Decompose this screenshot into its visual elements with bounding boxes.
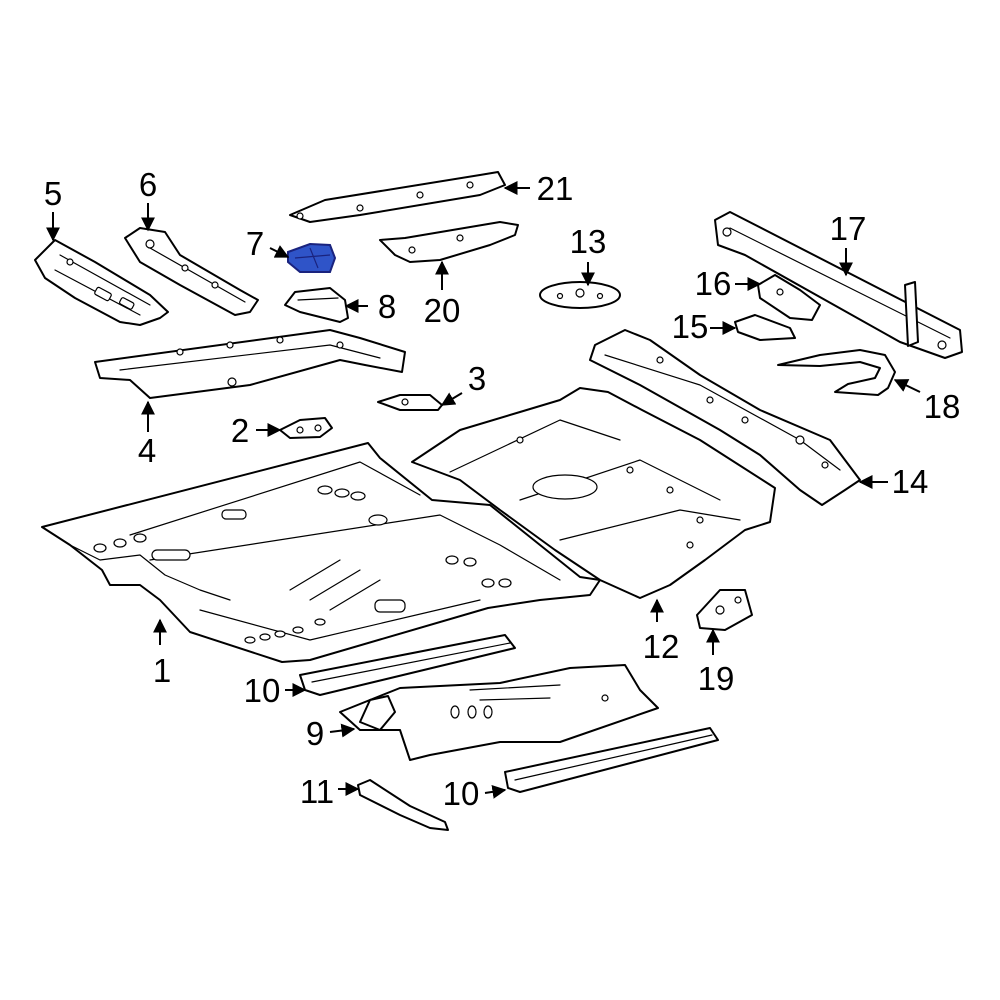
callout-13[interactable]: 13 [570,223,607,260]
part-19-bracket[interactable] [696,589,753,631]
leader-3 [440,392,463,406]
part-11-brace[interactable] [357,779,449,831]
part-15-bracket[interactable] [734,314,796,341]
part-13-cover-plate[interactable] [539,281,621,309]
part-7-reinforcement-highlighted[interactable] [287,242,337,273]
part-21-panel[interactable] [289,171,506,223]
part-4-side-member[interactable] [94,329,406,399]
callout-10-lower[interactable]: 10 [443,775,480,812]
callout-7[interactable]: 7 [246,225,264,262]
leader-18 [893,379,921,393]
part-10-rocker-lower[interactable] [504,727,719,793]
leader-10b [484,784,507,799]
callout-4[interactable]: 4 [138,432,156,469]
callout-17[interactable]: 17 [830,210,867,247]
part-9-center-pan[interactable] [339,664,659,761]
part-14-rear-side-member[interactable] [589,329,861,506]
callout-15[interactable]: 15 [672,308,709,345]
callout-18[interactable]: 18 [924,388,961,425]
callout-numbers: 1 2 3 4 5 6 7 8 9 10 10 11 12 13 14 15 1… [44,166,961,812]
callout-14[interactable]: 14 [892,463,929,500]
part-18-brace[interactable] [777,349,896,396]
part-5-rail-extension[interactable] [34,239,169,326]
leader-lines [46,181,921,799]
part-3-bracket[interactable] [377,394,443,411]
callout-1[interactable]: 1 [153,652,171,689]
part-17-rear-cross-member[interactable] [714,211,963,359]
part-16-bracket[interactable] [757,274,821,321]
part-6-rail-extension[interactable] [124,227,259,316]
part-8-bracket[interactable] [284,287,349,323]
callout-12[interactable]: 12 [643,628,680,665]
callout-2[interactable]: 2 [231,412,249,449]
callout-10-upper[interactable]: 10 [244,672,281,709]
callout-5[interactable]: 5 [44,175,62,212]
callout-9[interactable]: 9 [306,715,324,752]
leader-7 [269,245,290,258]
callout-11[interactable]: 11 [300,773,334,810]
callout-16[interactable]: 16 [695,265,732,302]
callout-6[interactable]: 6 [139,166,157,203]
leader-9 [329,723,356,738]
part-2-bracket[interactable] [279,417,333,439]
part-12-rear-floor-pan[interactable] [411,387,776,599]
callout-20[interactable]: 20 [424,292,461,329]
callout-21[interactable]: 21 [537,170,574,207]
callout-19[interactable]: 19 [698,660,735,697]
part-1-front-floor-pan[interactable] [41,442,601,663]
callout-3[interactable]: 3 [468,360,486,397]
part-20-panel[interactable] [379,221,519,263]
callout-8[interactable]: 8 [378,288,396,325]
